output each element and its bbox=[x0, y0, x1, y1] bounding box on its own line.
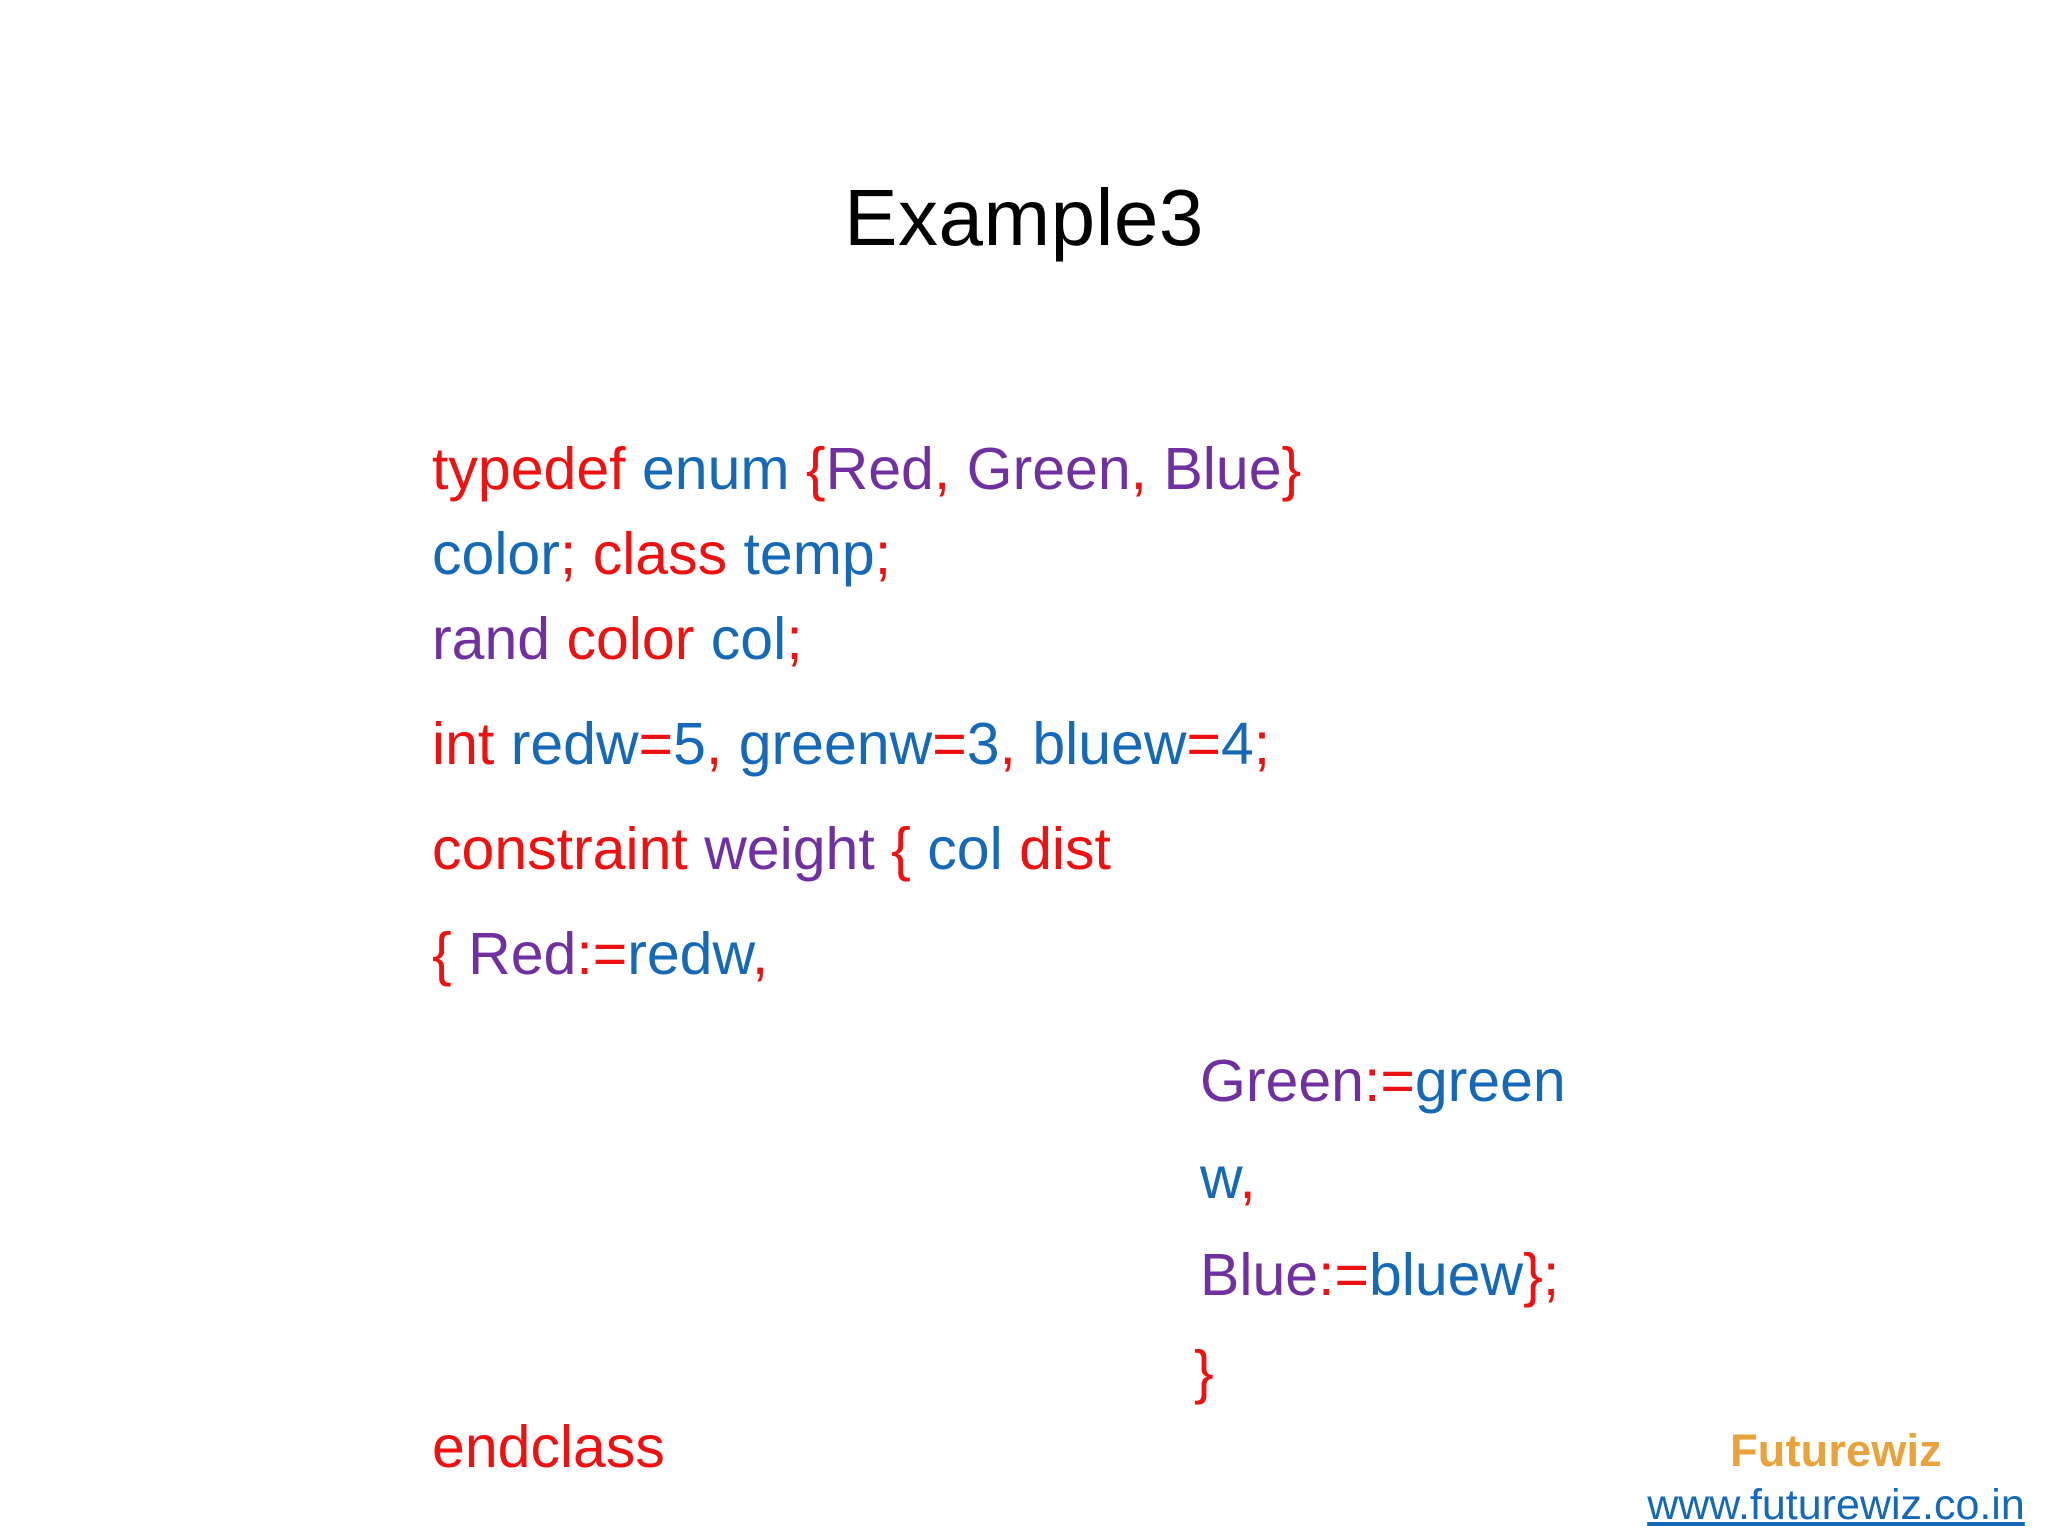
token-assign-2: = bbox=[932, 711, 967, 777]
token-int: int bbox=[432, 711, 511, 777]
token-color: color bbox=[432, 521, 560, 587]
token-value-4: 4 bbox=[1220, 711, 1254, 777]
token-redw-ref: redw bbox=[627, 921, 752, 987]
token-constraint: constraint bbox=[432, 816, 705, 882]
token-rand: rand bbox=[432, 606, 567, 672]
token-greenw-ref-part1: green bbox=[1414, 1048, 1566, 1114]
code-line-int-weights: int redw=5, greenw=3, bluew=4; bbox=[432, 715, 1552, 774]
token-greenw: greenw bbox=[738, 711, 933, 777]
token-semicolon-5: ; bbox=[1542, 1242, 1560, 1308]
brand-url-link[interactable]: www.futurewiz.co.in bbox=[1647, 1481, 2025, 1529]
token-bluew: bluew bbox=[1032, 711, 1187, 777]
token-comma-4: , bbox=[999, 711, 1033, 777]
token-semicolon-4: ; bbox=[1253, 711, 1271, 777]
token-value-3: 3 bbox=[966, 711, 1000, 777]
token-typedef: typedef bbox=[432, 436, 642, 502]
token-brace-open-3: { bbox=[432, 921, 469, 987]
code-line-color-class-temp: color; class temp; bbox=[432, 525, 1552, 584]
token-weight: weight bbox=[704, 816, 892, 882]
code-line-endclass: endclass bbox=[432, 1418, 665, 1477]
token-dist: dist bbox=[1019, 816, 1111, 882]
token-bluew-ref: bluew bbox=[1368, 1242, 1524, 1308]
token-comma-2: , bbox=[1130, 436, 1164, 502]
code-line-constraint-close: } bbox=[1194, 1343, 2020, 1402]
code-block: typedef enum {Red, Green, Blue} color; c… bbox=[432, 440, 1552, 1030]
token-redw: redw bbox=[510, 711, 639, 777]
token-assign-3: = bbox=[1186, 711, 1221, 777]
token-brace-close-3: } bbox=[1194, 1339, 1214, 1405]
token-endclass: endclass bbox=[432, 1414, 665, 1480]
token-enum-red: Red bbox=[825, 436, 934, 502]
token-enum-blue: Blue bbox=[1163, 436, 1282, 502]
token-dist-assign-1: := bbox=[576, 921, 628, 987]
brand-name: Futurewiz bbox=[1730, 1425, 1942, 1476]
token-comma-5: , bbox=[751, 921, 769, 987]
token-assign-1: = bbox=[638, 711, 674, 777]
code-line-typedef-enum: typedef enum {Red, Green, Blue} bbox=[432, 440, 1552, 499]
token-semicolon-1: ; bbox=[559, 521, 593, 587]
code-line-green-wrap: w, bbox=[1200, 1149, 2020, 1208]
page-title: Example3 bbox=[844, 173, 1204, 262]
token-enum: enum bbox=[641, 436, 806, 502]
token-blue-label: Blue bbox=[1200, 1242, 1319, 1308]
code-line-blue-assign: Blue:=bluew}; bbox=[1200, 1246, 2020, 1305]
token-dist-assign-3: := bbox=[1318, 1242, 1369, 1308]
token-red-label: Red bbox=[468, 921, 577, 987]
code-line-rand-color-col: rand color col; bbox=[432, 610, 1552, 669]
token-brace-open-2: { bbox=[891, 816, 928, 882]
token-greenw-ref-part2: w bbox=[1200, 1145, 1240, 1211]
token-semicolon-2: ; bbox=[874, 521, 892, 587]
code-line-constraint-weight: constraint weight { col dist bbox=[432, 820, 1552, 879]
token-brace-close-2: } bbox=[1523, 1242, 1543, 1308]
token-temp: temp bbox=[743, 521, 875, 587]
token-brace-close: } bbox=[1281, 436, 1302, 502]
token-col-2: col bbox=[927, 816, 1020, 882]
footer-branding: Futurewiz www.futurewiz.co.in bbox=[1624, 1428, 2048, 1528]
token-enum-green: Green bbox=[966, 436, 1131, 502]
token-dist-assign-2: := bbox=[1363, 1048, 1415, 1114]
token-brace-open: { bbox=[805, 436, 826, 502]
token-class: class bbox=[592, 521, 744, 587]
token-comma-6: , bbox=[1239, 1145, 1256, 1211]
token-comma-3: , bbox=[705, 711, 739, 777]
token-color-type: color bbox=[566, 606, 711, 672]
token-semicolon-3: ; bbox=[786, 606, 803, 672]
token-comma-1: , bbox=[933, 436, 967, 502]
code-line-red-assign: { Red:=redw, bbox=[432, 925, 1552, 984]
code-line-green-assign: Green:=green bbox=[1200, 1052, 2020, 1111]
token-value-5: 5 bbox=[673, 711, 706, 777]
token-col: col bbox=[710, 606, 787, 672]
token-green-label: Green bbox=[1200, 1048, 1364, 1114]
code-block-continuation: Green:=green w, Blue:=bluew}; } bbox=[1194, 1052, 2020, 1402]
